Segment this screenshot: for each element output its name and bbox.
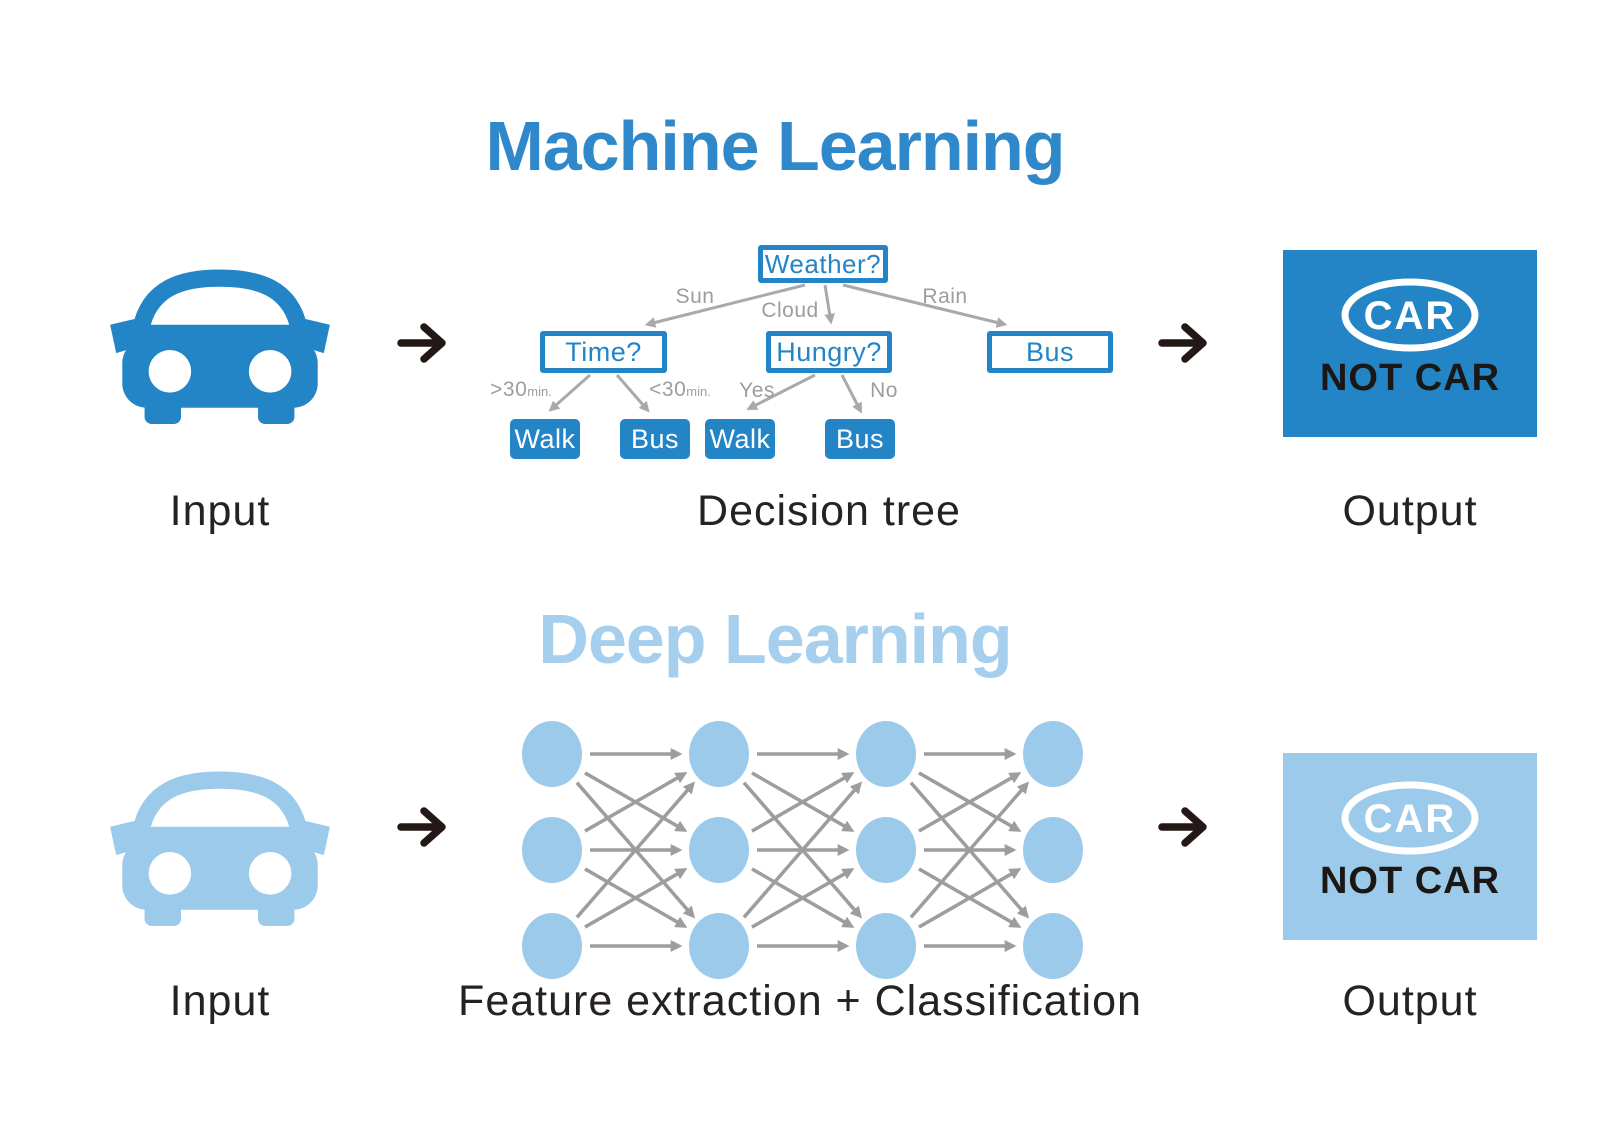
decision-node-bus: Bus — [987, 331, 1113, 373]
branch-label-cloud: Cloud — [761, 299, 819, 322]
machine-learning-title: Machine Learning — [485, 107, 1065, 185]
neuron-node — [1023, 817, 1083, 883]
decision-node-hungry: Hungry? — [766, 331, 892, 373]
ml-output-label: Output — [1342, 487, 1478, 535]
car-oval-icon — [1341, 781, 1479, 855]
car-label: CAR — [1363, 294, 1457, 338]
decision-tree: Weather? Sun Cloud Rain Time? Hungry? Bu… — [480, 238, 1140, 473]
output-box: CAR NOT CAR — [1283, 753, 1537, 940]
arrow-right-icon — [396, 801, 452, 858]
arrow-right-icon — [1157, 801, 1213, 858]
neuron-node — [1023, 913, 1083, 979]
branch-label-gt30: >30min. — [490, 378, 552, 401]
ml-input-label: Input — [169, 487, 271, 535]
not-car-label: NOT CAR — [1319, 860, 1501, 902]
neuron-node — [1023, 721, 1083, 787]
branch-label-lt30: <30min. — [649, 378, 711, 401]
decision-node-weather: Weather? — [758, 245, 888, 283]
branch-label-no: No — [870, 379, 898, 402]
dl-output-label: Output — [1342, 977, 1478, 1025]
branch-label-yes: Yes — [739, 379, 775, 402]
decision-tree-edges — [548, 283, 1008, 414]
decision-node-time: Time? — [540, 331, 667, 373]
not-car-label: NOT CAR — [1319, 357, 1501, 399]
leaf-node-bus: Bus — [620, 419, 690, 459]
arrow-right-icon — [1157, 317, 1213, 374]
leaf-node-bus: Bus — [825, 419, 895, 459]
car-label: CAR — [1363, 797, 1457, 841]
neuron-node — [856, 913, 916, 979]
arrow-right-icon — [396, 317, 452, 374]
neuron-node — [689, 721, 749, 787]
dl-diagram-label: Feature extraction + Classification — [458, 977, 1142, 1025]
neuron-node — [522, 817, 582, 883]
output-box: CAR NOT CAR — [1283, 250, 1537, 437]
car-oval-icon — [1341, 278, 1479, 352]
branch-label-sun: Sun — [675, 285, 715, 308]
neuron-node — [522, 721, 582, 787]
leaf-node-walk: Walk — [705, 419, 775, 459]
neuron-node — [689, 817, 749, 883]
deep-learning-title: Deep Learning — [538, 600, 1012, 678]
ml-diagram-label: Decision tree — [697, 487, 961, 535]
neural-network — [522, 721, 1083, 979]
car-icon — [108, 768, 332, 928]
neuron-node — [856, 817, 916, 883]
neuron-node — [856, 721, 916, 787]
neuron-node — [522, 913, 582, 979]
branch-label-rain: Rain — [922, 285, 968, 308]
dl-input-label: Input — [169, 977, 271, 1025]
leaf-node-walk: Walk — [510, 419, 580, 459]
car-icon — [108, 266, 332, 426]
neuron-node — [689, 913, 749, 979]
